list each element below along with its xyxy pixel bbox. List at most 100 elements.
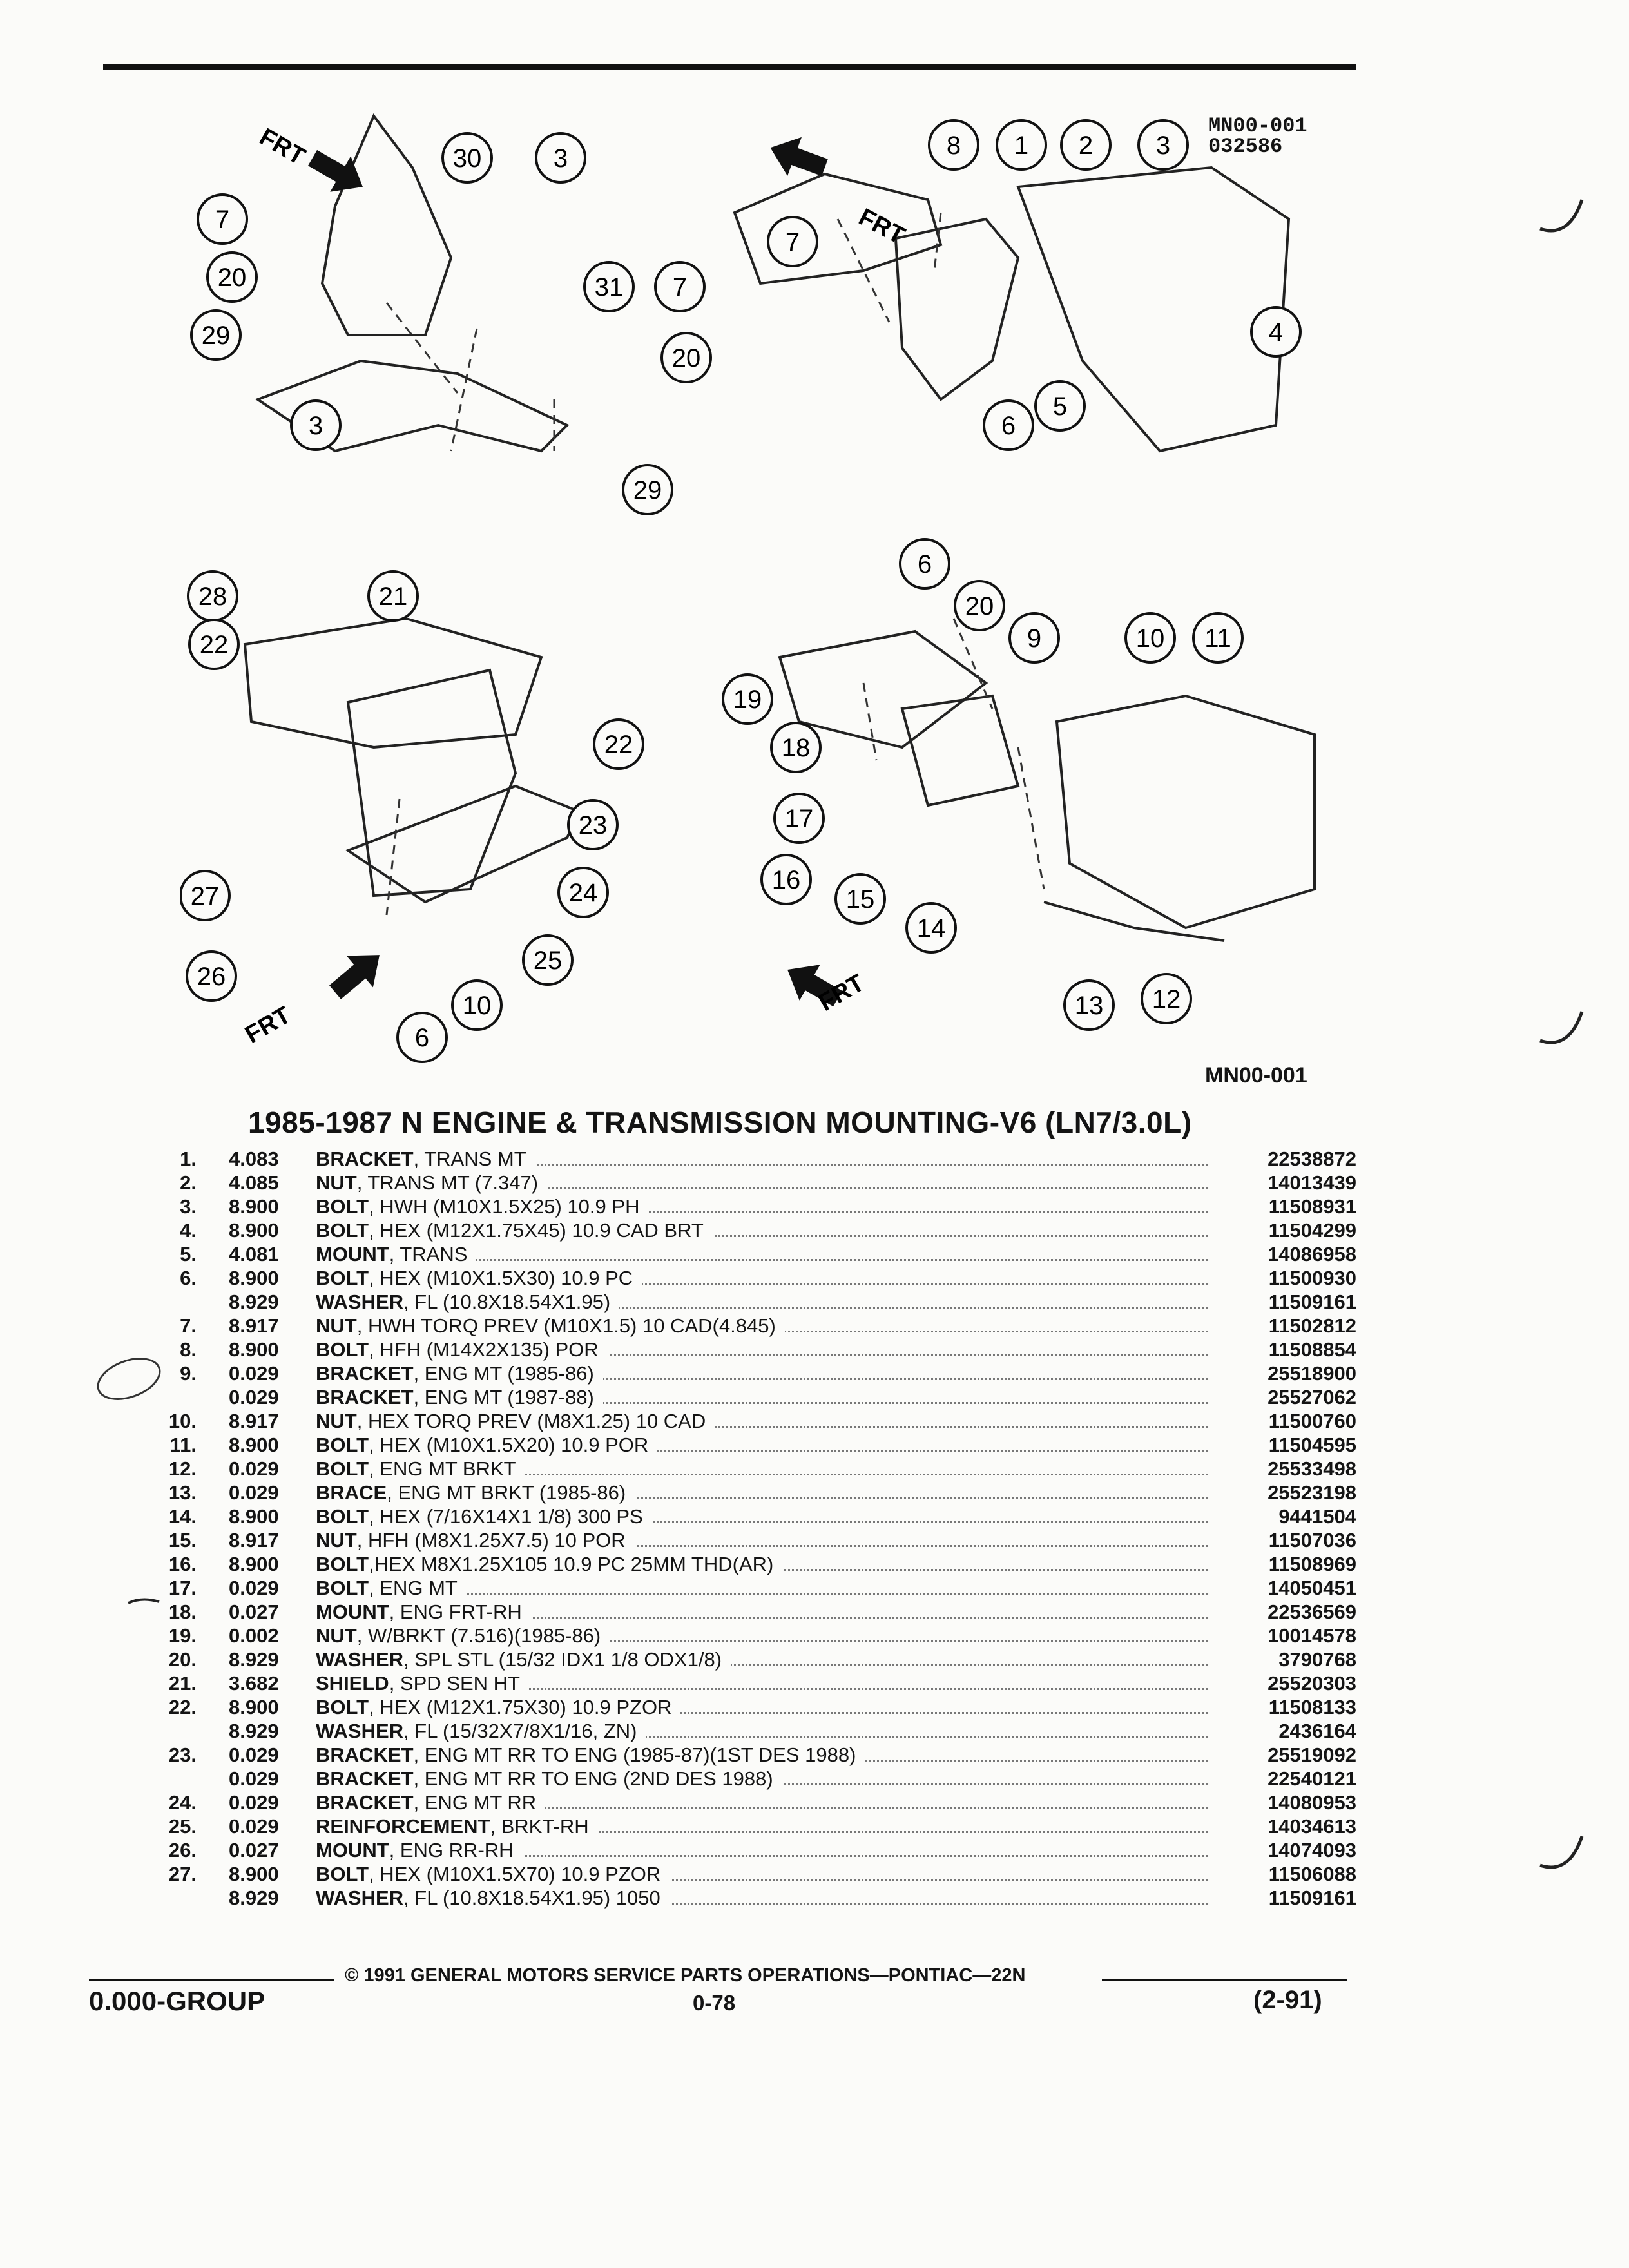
part-name: BOLT [316, 1577, 369, 1599]
callout-circle [197, 193, 248, 245]
callout-circle [1141, 973, 1192, 1024]
callout-number: 13 [1075, 992, 1104, 1020]
assembly-dashed-line [933, 212, 942, 271]
part-description: WASHER, FL (10.8X18.54X1.95) 1050 [316, 1886, 670, 1910]
part-name: NUT [316, 1314, 357, 1337]
part-detail: , TRANS MT (7.347) [356, 1171, 539, 1194]
leader-dots [316, 1879, 1208, 1881]
callout-number: 7 [786, 228, 800, 256]
part-name: NUT [316, 1624, 357, 1647]
callout-circle [188, 619, 240, 670]
gm-part-number: 11502812 [1218, 1314, 1356, 1338]
part-level-code: 8.917 [229, 1410, 279, 1432]
part-number-index: 15. [168, 1529, 197, 1552]
gm-part-number: 11509161 [1218, 1886, 1356, 1910]
part-detail: , ENG MT (1987-88) [413, 1386, 594, 1408]
part-name: BRACKET [316, 1767, 414, 1790]
component-outline [1055, 694, 1316, 930]
part-level-code: 0.027 [229, 1600, 279, 1623]
part-name: SHIELD [316, 1672, 389, 1695]
callout-number: 27 [191, 882, 220, 910]
part-level-code: 0.029 [229, 1457, 279, 1480]
part-number-index: 23. [168, 1744, 197, 1766]
callout-number: 25 [534, 947, 563, 975]
part-level-code: 0.029 [229, 1362, 279, 1385]
front-label: FRT [241, 1001, 296, 1048]
gm-part-number: 3790768 [1218, 1648, 1356, 1671]
part-name: WASHER [316, 1720, 404, 1742]
part-number-index: 21. [168, 1672, 197, 1695]
part-level-code: 8.900 [229, 1863, 279, 1885]
margin-binder-mark [1539, 199, 1584, 233]
footer-rule-right [1102, 1979, 1347, 1981]
leader-dots [316, 1450, 1208, 1452]
part-detail: , HEX (M10X1.5X30) 10.9 PC [369, 1267, 633, 1289]
part-number-index: 13. [168, 1481, 197, 1504]
part-detail: , HEX (7/16X14X1 1/8) 300 PS [369, 1505, 643, 1528]
part-name: BOLT [316, 1195, 369, 1218]
part-level-code: 0.029 [229, 1744, 279, 1766]
part-detail: , ENG MT [369, 1577, 458, 1599]
part-detail: , HFH (M8X1.25X7.5) 10 POR [356, 1529, 626, 1552]
gm-part-number: 25533498 [1218, 1457, 1356, 1481]
part-name: BOLT [316, 1434, 369, 1456]
leader-dots [316, 1688, 1208, 1690]
part-description: WASHER, FL (15/32X7/8X1/16, ZN) [316, 1719, 646, 1743]
callout-circle [1008, 612, 1060, 664]
part-description: NUT, HFH (M8X1.25X7.5) 10 POR [316, 1528, 635, 1552]
part-level-code: 0.002 [229, 1624, 279, 1647]
part-description: BRACE, ENG MT BRKT (1985-86) [316, 1481, 635, 1504]
callout-number: 29 [202, 322, 231, 350]
leader-dots [316, 1593, 1208, 1595]
part-level-code: 0.029 [229, 1767, 279, 1790]
leader-dots [316, 1807, 1208, 1809]
gm-part-number: 11508854 [1218, 1338, 1356, 1361]
leader-dots [316, 1617, 1208, 1619]
gm-part-number: 25527062 [1218, 1385, 1356, 1409]
component-outline [894, 217, 1020, 401]
leader-dots [316, 1545, 1208, 1547]
callout-circle [441, 132, 493, 184]
part-description: BOLT, HEX (M10X1.5X30) 10.9 PC [316, 1266, 642, 1290]
part-level-code: 4.085 [229, 1171, 279, 1194]
part-level-code: 8.929 [229, 1291, 279, 1313]
assembly-dashed-line [952, 618, 994, 709]
handwritten-circle-mark [97, 1358, 161, 1400]
part-name: BOLT [316, 1863, 369, 1885]
gm-part-number: 11504299 [1218, 1218, 1356, 1242]
component-outline [345, 784, 582, 904]
part-detail: , HEX (M12X1.75X30) 10.9 PZOR [369, 1696, 672, 1718]
callout-number: 1 [1014, 131, 1028, 160]
gm-part-number: 25523198 [1218, 1481, 1356, 1504]
part-detail: , HEX TORQ PREV (M8X1.25) 10 CAD [356, 1410, 706, 1432]
part-detail: , ENG MT RR TO ENG (2ND DES 1988) [413, 1767, 773, 1790]
gm-part-number: 11500930 [1218, 1266, 1356, 1290]
part-level-code: 8.900 [229, 1696, 279, 1718]
part-level-code: 3.682 [229, 1672, 279, 1695]
part-number-index: 5. [180, 1243, 197, 1265]
gm-part-number: 11508931 [1218, 1195, 1356, 1218]
part-number-index: 17. [168, 1577, 197, 1599]
part-detail: , FL (10.8X18.54X1.95) 1050 [403, 1887, 660, 1909]
leader-dots [316, 1640, 1208, 1642]
callout-number: 3 [554, 144, 568, 173]
gm-part-number: 11507036 [1218, 1528, 1356, 1552]
part-detail: , FL (15/32X7/8X1/16, ZN) [403, 1720, 637, 1742]
part-name: BOLT [316, 1338, 369, 1361]
callout-circle [899, 538, 950, 590]
assembly-dashed-line [385, 302, 459, 394]
callout-number: 6 [918, 550, 932, 579]
part-number-index: 19. [168, 1624, 197, 1647]
part-name: WASHER [316, 1648, 404, 1671]
part-description: BOLT, HEX (M10X1.5X70) 10.9 PZOR [316, 1862, 670, 1886]
gm-part-number: 14034613 [1218, 1814, 1356, 1838]
component-outline [1043, 901, 1225, 942]
leader-dots [316, 1474, 1208, 1475]
